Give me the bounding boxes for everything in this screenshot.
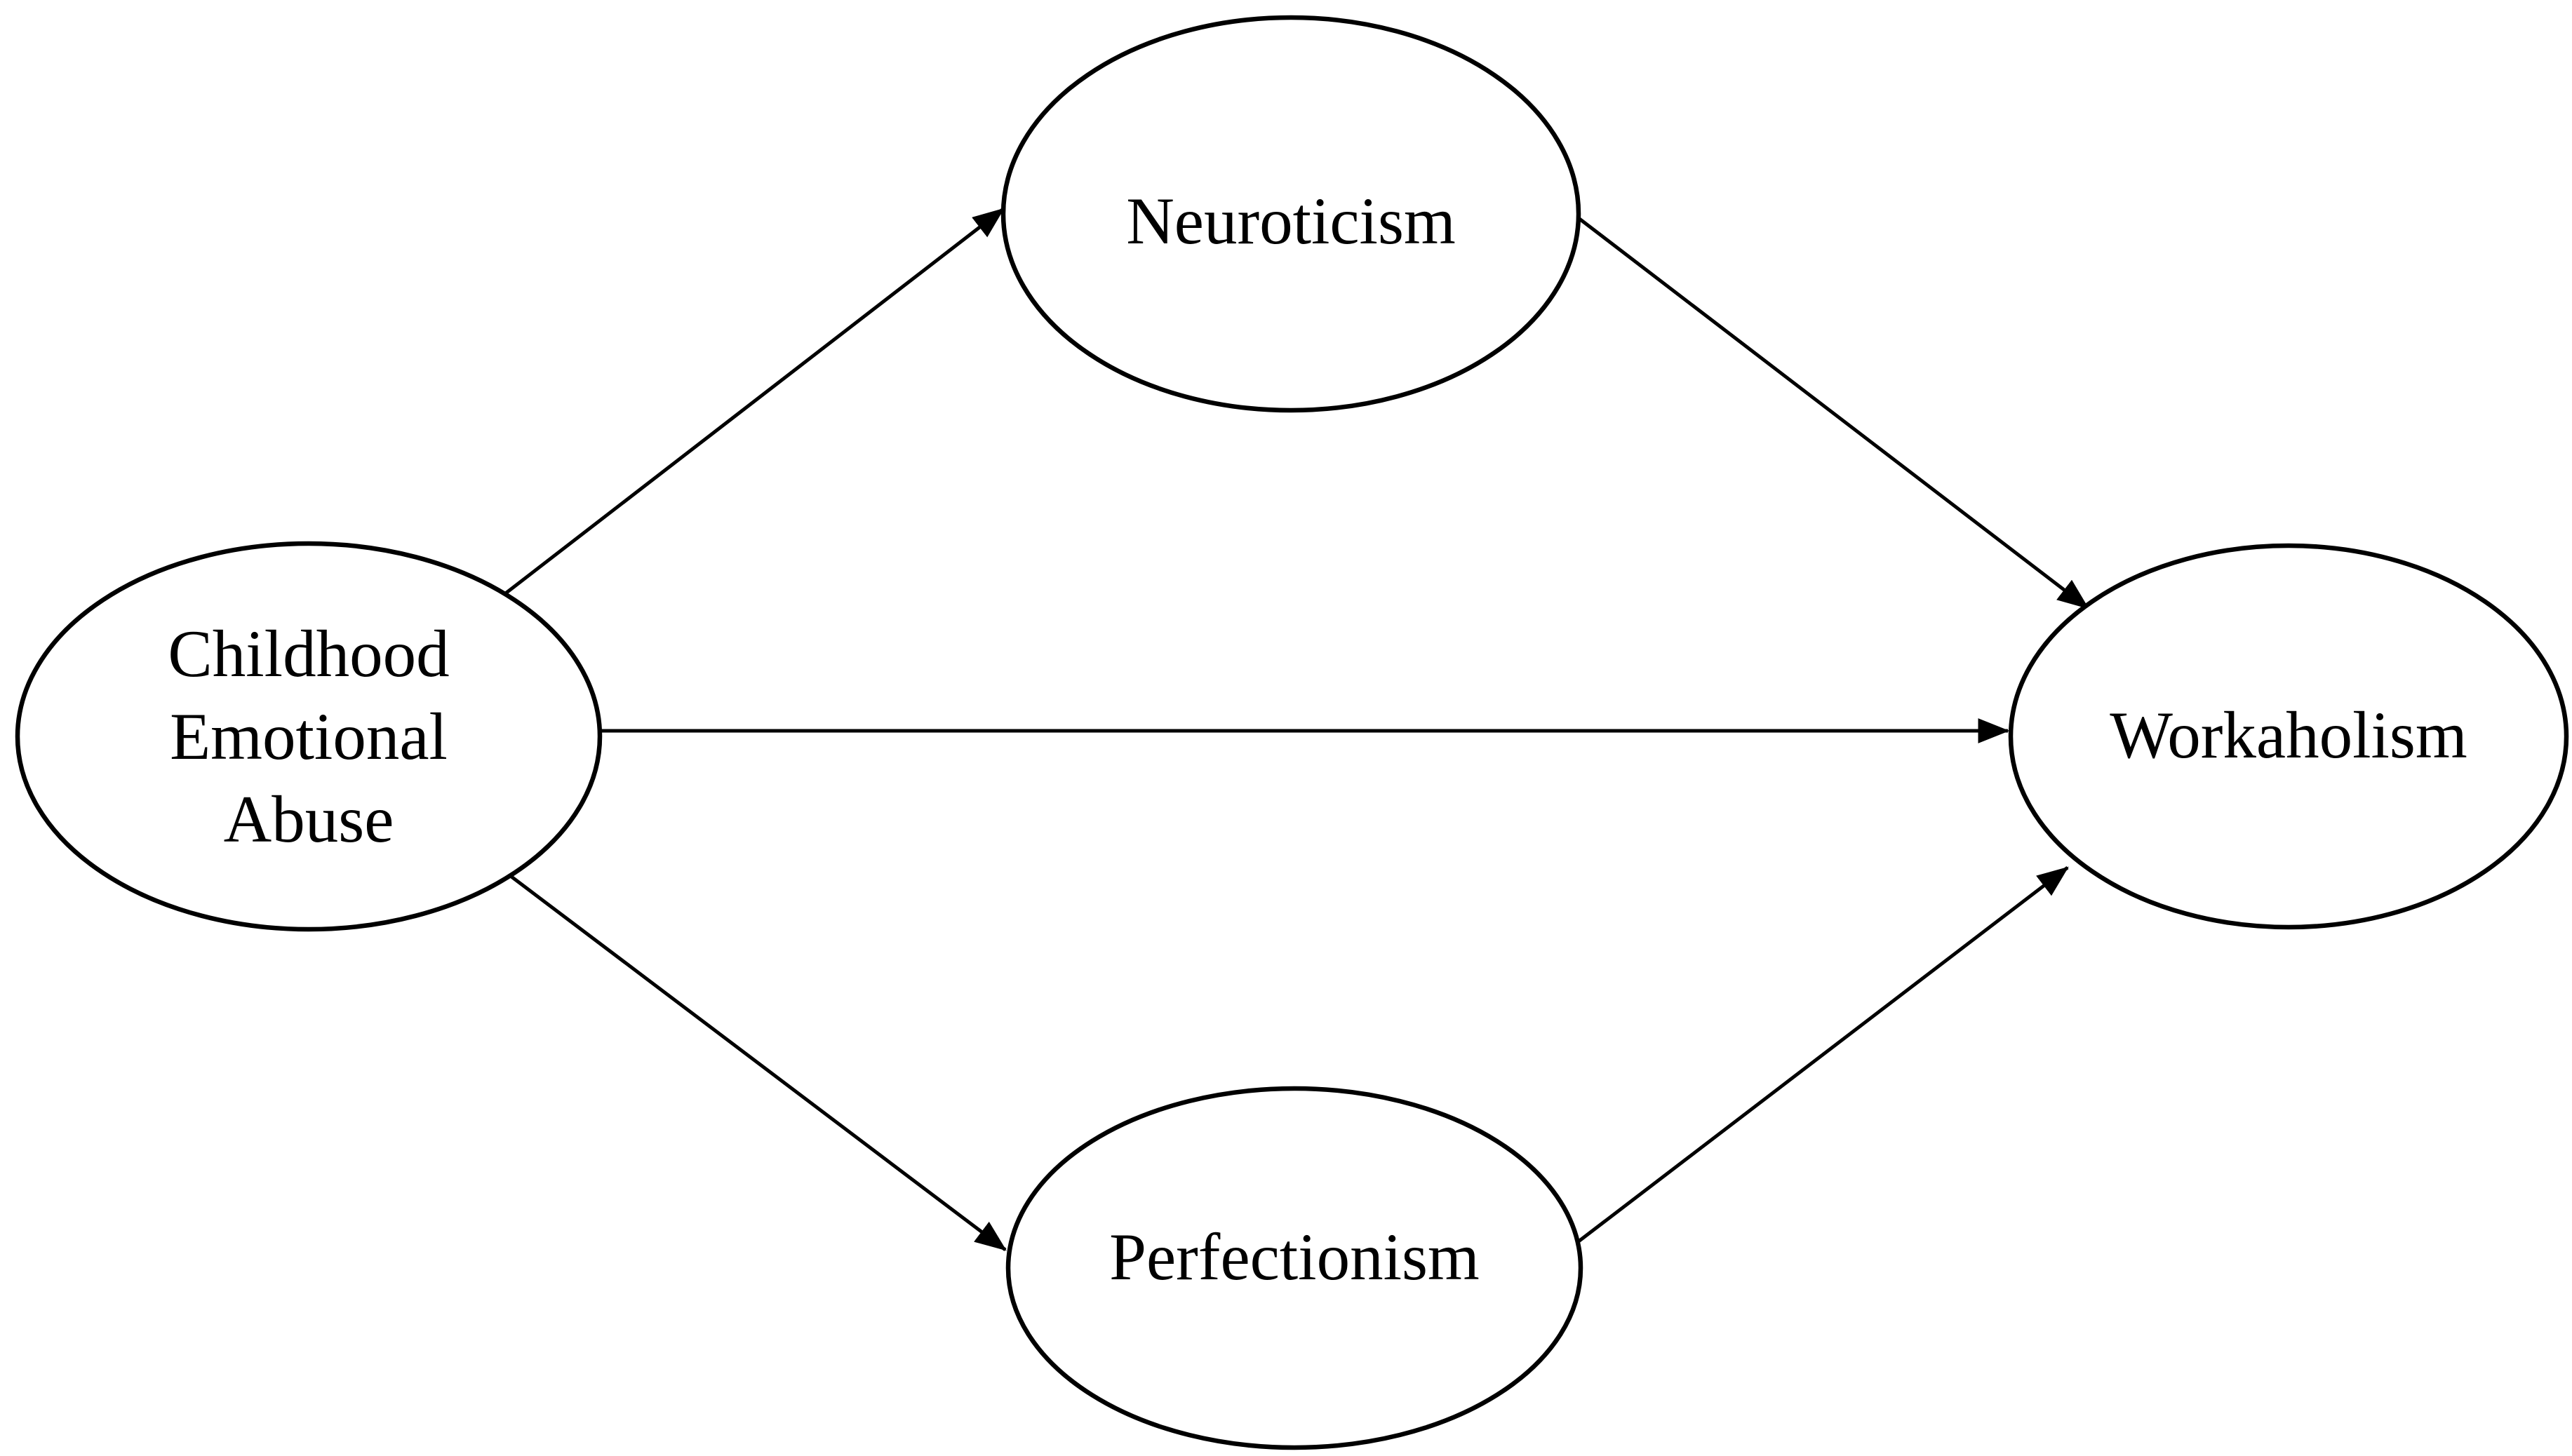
- node-childhood-emotional-abuse-ellipse: [15, 541, 603, 932]
- node-workaholism-ellipse: [2008, 543, 2569, 930]
- node-childhood-emotional-abuse-label-line1: Childhood: [168, 616, 449, 691]
- node-neuroticism-ellipse: [1000, 15, 1581, 413]
- node-perfectionism-label: Perfectionism: [1109, 1220, 1480, 1294]
- edge-perfectionism-to-workaholism: [1577, 866, 2069, 1243]
- node-neuroticism: Neuroticism: [1000, 15, 1581, 413]
- edge-cea-to-perfectionism: [507, 873, 1007, 1251]
- node-workaholism-label: Workaholism: [2110, 698, 2467, 772]
- edge-cea-to-neuroticism: [502, 208, 1005, 596]
- node-neuroticism-label: Neuroticism: [1126, 184, 1456, 258]
- node-workaholism: Workaholism: [2008, 543, 2569, 930]
- node-childhood-emotional-abuse: Childhood Emotional Abuse: [15, 541, 603, 932]
- node-perfectionism: Perfectionism: [1005, 1086, 1583, 1450]
- node-childhood-emotional-abuse-label-line3: Abuse: [224, 782, 394, 856]
- node-perfectionism-ellipse: [1005, 1086, 1583, 1450]
- node-childhood-emotional-abuse-label-line2: Emotional: [170, 699, 448, 774]
- edge-neuroticism-to-workaholism: [1577, 217, 2089, 609]
